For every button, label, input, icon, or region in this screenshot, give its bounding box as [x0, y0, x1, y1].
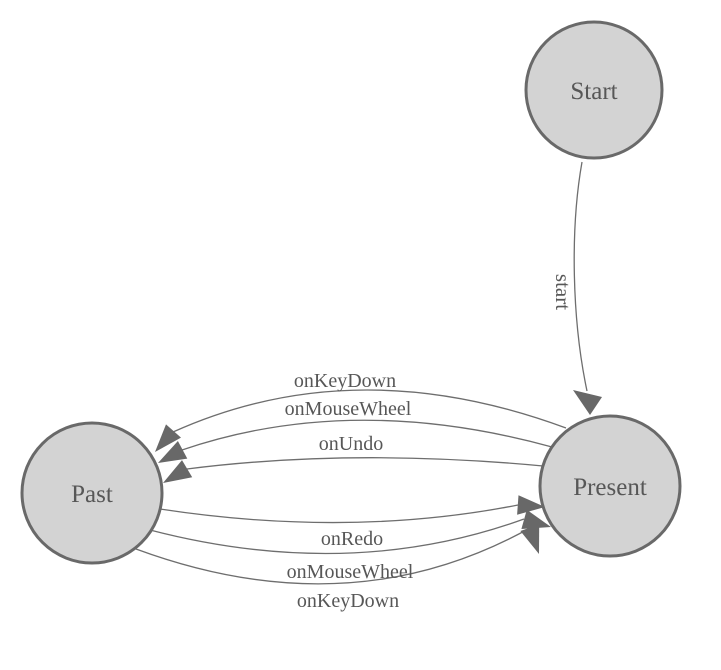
node-past-circle[interactable] — [20, 421, 164, 565]
node-present[interactable]: Present — [538, 414, 682, 558]
arrowhead-into-past-onkeydown — [155, 424, 181, 452]
arrowhead-into-past-onundo — [163, 460, 193, 483]
arrowhead-group — [155, 390, 602, 554]
node-present-label: Present — [573, 474, 647, 501]
node-past-label: Past — [71, 481, 113, 508]
edge-label-onmousewheel-bottom: onMouseWheel — [287, 561, 414, 583]
edge-past-to-present-onredo — [159, 504, 519, 524]
node-start-label: Start — [570, 78, 617, 105]
node-past[interactable]: Past — [20, 421, 164, 565]
edge-label-onkeydown-top: onKeyDown — [294, 370, 396, 392]
arrowhead-into-past-onmousewheel — [158, 441, 188, 463]
edge-present-to-past-onkeydown — [172, 389, 567, 433]
edge-present-to-past-onmousewheel — [181, 419, 553, 451]
edge-past-to-present-onkeydown — [135, 527, 531, 585]
edge-label-onmousewheel-top: onMouseWheel — [285, 398, 412, 420]
node-start-circle[interactable] — [524, 20, 664, 160]
edge-start-to-present — [573, 161, 588, 392]
arrowhead-into-present-onmousewheel — [521, 509, 551, 529]
arrowhead-into-present-from-start — [573, 390, 602, 415]
edge-label-onundo: onUndo — [319, 433, 383, 455]
node-start[interactable]: Start — [524, 20, 664, 160]
node-present-circle[interactable] — [538, 414, 682, 558]
edge-label-onkeydown-bottom: onKeyDown — [297, 590, 399, 612]
edge-label-start: start — [551, 274, 575, 310]
arrowhead-into-present-onkeydown — [520, 524, 540, 554]
edge-label-group: start onKeyDown onMouseWheel onUndo onRe… — [285, 274, 575, 612]
edge-label-onredo: onRedo — [321, 528, 383, 550]
edge-present-to-past-onundo — [186, 457, 544, 470]
edge-group — [135, 161, 588, 585]
edge-past-to-present-onmousewheel — [149, 518, 525, 555]
arrowhead-into-present-onredo — [517, 495, 545, 515]
